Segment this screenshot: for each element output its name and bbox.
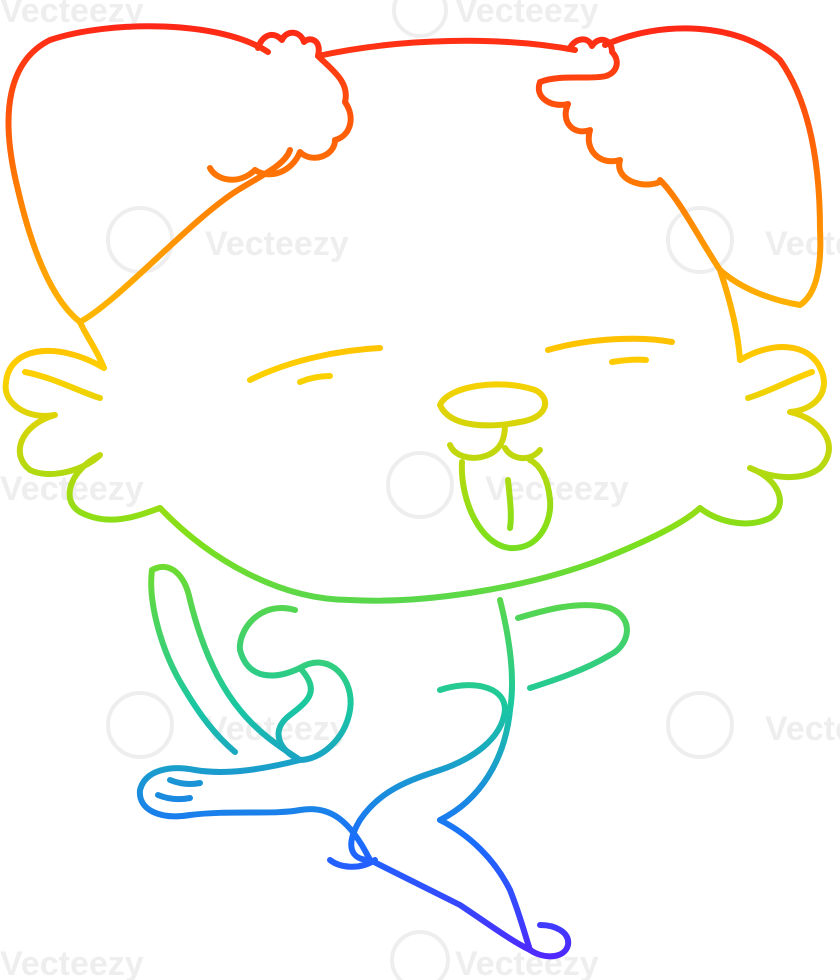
tongue-line — [505, 477, 514, 531]
watermark-text: Vecteezy — [765, 225, 840, 263]
head-right-side — [717, 267, 743, 363]
left-toes — [155, 777, 203, 803]
watermark-text: Vecteezy — [765, 710, 840, 748]
left-arm-lower — [148, 567, 238, 755]
nose — [437, 381, 548, 429]
left-ear — [5, 23, 293, 325]
right-cheek-inner — [745, 369, 815, 401]
watermark-text: Vecteezy — [455, 0, 599, 30]
left-eye — [247, 345, 383, 383]
left-cheek — [2, 347, 163, 523]
right-ear — [602, 25, 824, 308]
right-eye — [545, 335, 675, 353]
left-cheek-inner — [22, 369, 103, 401]
right-cheek — [697, 344, 832, 527]
left-arm — [275, 659, 354, 763]
right-foot — [367, 857, 572, 960]
right-arm — [515, 602, 630, 691]
watermark-row-5: Vecteezy Vecteezy — [0, 930, 599, 980]
jaw — [157, 505, 703, 604]
tail-stub — [327, 857, 378, 870]
head-top — [315, 37, 578, 59]
watermark-text: Vecteezy — [0, 945, 144, 980]
right-ear-tuft — [535, 36, 663, 188]
tongue — [458, 457, 554, 552]
right-eye-lid — [609, 356, 649, 365]
left-ear-tuft — [207, 29, 354, 183]
watermark-row-4: Vecteezy Vecteezy — [106, 691, 840, 759]
head-left-side — [77, 319, 107, 371]
left-foot — [136, 757, 373, 863]
mouth — [447, 422, 543, 461]
watermark-row-2: Vecteezy Vecteezy — [106, 206, 840, 274]
left-arm-upper — [149, 563, 303, 763]
body-right — [437, 597, 515, 823]
left-leg — [348, 682, 508, 863]
watermark-row-1: Vecteezy Vecteezy — [0, 0, 599, 38]
right-leg — [437, 817, 533, 953]
body-chest — [236, 605, 303, 679]
watermark-text: Vecteezy — [205, 225, 349, 263]
left-eye-lid — [297, 373, 333, 385]
